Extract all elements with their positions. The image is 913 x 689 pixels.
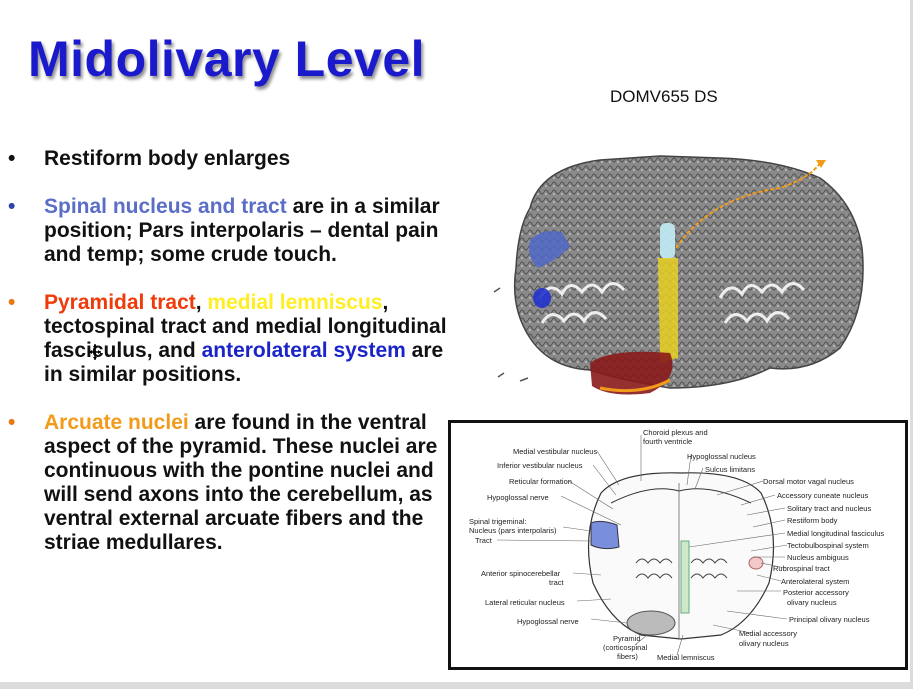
- diagram-label: (corticospinal: [603, 643, 648, 652]
- pyramid-overlay: [590, 351, 673, 395]
- bullet-text: are in similar positions.: [44, 339, 444, 386]
- diagram-label: Hypoglossal nerve: [517, 617, 579, 626]
- anterolateral-system-term: anterolateral system: [201, 339, 406, 362]
- diagram-label: fourth ventricle: [643, 437, 692, 446]
- diagram-label: Nucleus ambiguus: [787, 553, 849, 562]
- medulla-section-image: [493, 155, 864, 395]
- diagram-label: Reticular formation: [509, 477, 572, 486]
- bullet-marker: •: [8, 291, 16, 314]
- diagram-label: Hypoglossal nucleus: [687, 452, 756, 461]
- diagram-label: Solitary tract and nucleus: [787, 504, 871, 513]
- diagram-label: Rubrospinal tract: [773, 564, 831, 573]
- slide-title: Midolivary Level: [28, 31, 426, 87]
- bullet-item: • Pyramidal tract, medial lemniscus, tec…: [8, 291, 448, 387]
- diagram-label: Medial accessory: [739, 629, 797, 638]
- diagram-drawing: Medial vestibular nucleus Inferior vesti…: [469, 428, 884, 662]
- mlf-overlay: [660, 223, 675, 259]
- diagram-label: Inferior vestibular nucleus: [497, 461, 583, 470]
- diagram-label: Posterior accessory: [783, 588, 849, 597]
- diagram-label: Tract: [475, 536, 493, 545]
- bullet-marker: •: [8, 195, 16, 218]
- diagram-label: Principal olivary nucleus: [789, 615, 870, 624]
- diagram-label: Dorsal motor vagal nucleus: [763, 477, 854, 486]
- bullet-text: , tectospinal tract and medial longitudi…: [44, 291, 447, 362]
- diagram-label: olivary nucleus: [739, 639, 789, 648]
- bullet-list: • Restiform body enlarges • Spinal nucle…: [8, 147, 448, 579]
- move-cursor-icon: [89, 344, 101, 360]
- bullet-marker: •: [8, 147, 16, 170]
- medulla-diagram: Medial vestibular nucleus Inferior vesti…: [448, 420, 908, 670]
- diagram-label: Tectobulbospinal system: [787, 541, 869, 550]
- bullet-text: are found in the ventral aspect of the p…: [44, 411, 438, 554]
- diagram-label: Nucleus (pars interpolaris): [469, 526, 557, 535]
- bullet-item: • Arcuate nuclei are found in the ventra…: [8, 411, 448, 555]
- spinal-nucleus-overlay: [529, 231, 570, 268]
- bullet-text: are in a similar position; Pars interpol…: [44, 195, 440, 266]
- diagram-label: Accessory cuneate nucleus: [777, 491, 869, 500]
- diagram-label: Lateral reticular nucleus: [485, 598, 565, 607]
- bullet-marker: •: [8, 411, 16, 434]
- diagram-label: Restiform body: [787, 516, 838, 525]
- diagram-label: Medial lemniscus: [657, 653, 715, 662]
- diagram-label: Medial longitudinal fasciculus: [787, 529, 884, 538]
- course-code: DOMV655 DS: [610, 87, 718, 106]
- diagram-label: Hypoglossal nerve: [487, 493, 549, 502]
- diagram-label: tract: [549, 578, 565, 587]
- diagram-label: olivary nucleus: [787, 598, 837, 607]
- diagram-label: Anterior spinocerebellar: [481, 569, 561, 578]
- bullet-text: Restiform body enlarges: [44, 147, 291, 170]
- diagram-label: Sulcus limitans: [705, 465, 755, 474]
- medial-lemniscus-term: medial lemniscus: [207, 291, 383, 314]
- diagram-label: Choroid plexus and: [643, 428, 708, 437]
- bullet-item: • Restiform body enlarges: [8, 147, 448, 171]
- diagram-label: Anterolateral system: [781, 577, 849, 586]
- arcuate-nuclei-term: Arcuate nuclei: [44, 411, 189, 434]
- medial-lemniscus-overlay: [658, 258, 678, 363]
- diagram-label: Medial vestibular nucleus: [513, 447, 597, 456]
- bullet-item: • Spinal nucleus and tract are in a simi…: [8, 195, 448, 267]
- bullet-text: ,: [195, 291, 208, 314]
- diagram-label: fibers): [617, 652, 638, 661]
- diagram-label: Spinal trigeminal:: [469, 517, 527, 526]
- pyramidal-tract-term: Pyramidal tract: [44, 291, 196, 314]
- anterolateral-overlay: [533, 288, 551, 308]
- spinal-nucleus-term: Spinal nucleus and tract: [44, 195, 287, 218]
- diagram-label: Pyramid: [613, 634, 641, 643]
